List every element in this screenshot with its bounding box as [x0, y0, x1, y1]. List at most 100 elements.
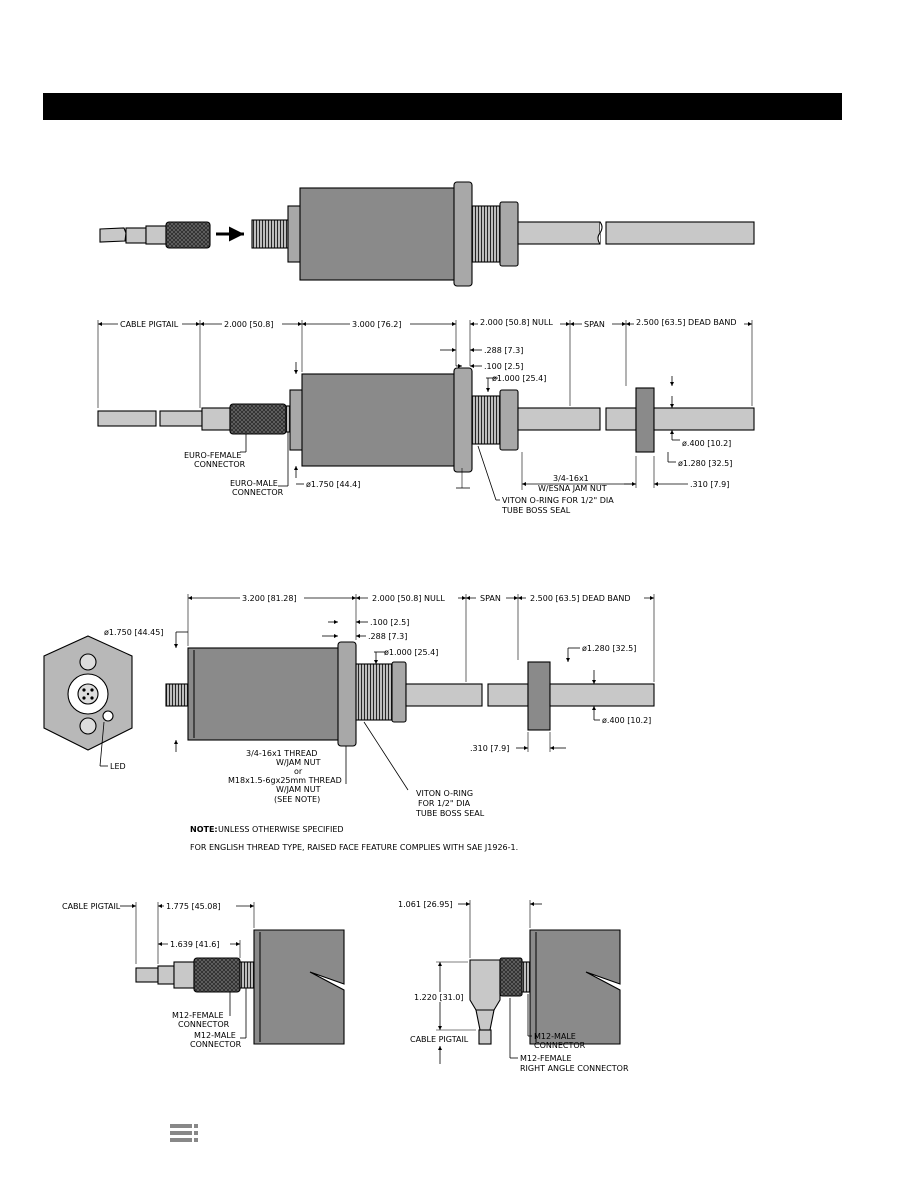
- fig2-probe-rod-end: [653, 407, 755, 431]
- fig2-euro-male-label-1: EURO-MALE: [230, 479, 278, 488]
- fig3-dim-400: ø.400 [10.2]: [602, 716, 651, 725]
- fig3-led-label: LED: [110, 762, 126, 771]
- fig3-thread-label-5: W/JAM NUT: [276, 785, 321, 794]
- fig5-m12-male-label-1: M12-MALE: [534, 1032, 576, 1041]
- fig4-dim-1775: 1.775 [45.08]: [166, 902, 221, 911]
- fig3-sensor-body: [187, 647, 341, 741]
- fig2-cable-pigtail-label: CABLE PIGTAIL: [120, 320, 179, 329]
- fig4-m12-male-connector: [239, 961, 255, 989]
- fig3-jam-nut: [391, 661, 407, 723]
- fig2-magnet-float: [635, 387, 655, 453]
- fig1-euro-male-connector: [251, 219, 289, 249]
- fig1-probe-rod-end: [605, 221, 755, 245]
- fig2-null-dim: 2.000 [50.8] NULL: [480, 318, 553, 327]
- fig2-hex-flange: [453, 367, 473, 473]
- fig1-hex-flange: [453, 181, 473, 287]
- menu-lines-icon: [170, 1124, 198, 1142]
- fig3-thread-label-1: 3/4-16x1 THREAD: [246, 749, 317, 758]
- fig1-connector-neck: [145, 225, 167, 245]
- fig4-sensor-body-section: [253, 929, 345, 1045]
- fig3-screw-bottom: [79, 717, 97, 735]
- fig5-sensor-body-section: [529, 929, 621, 1045]
- fig3-note-line2: FOR ENGLISH THREAD TYPE, RAISED FACE FEA…: [190, 843, 518, 852]
- fig4-m12-female-label-2: CONNECTOR: [178, 1020, 230, 1029]
- fig2-dim-400: ø.400 [10.2]: [682, 439, 731, 448]
- fig3-note-label: NOTE:: [190, 825, 218, 834]
- fig3-dead-band-dim: 2.500 [63.5] DEAD BAND: [530, 594, 631, 603]
- fig4-m12-female-connector: [193, 957, 241, 993]
- fig5-cable-boot: [475, 1009, 495, 1031]
- fig1-jam-nut: [499, 201, 519, 267]
- fig3-screw-top: [79, 653, 97, 671]
- fig1-probe-rod: [517, 221, 601, 245]
- fig4-straight-connector: CABLE PIGTAIL 1.775 [45.08] 1.639 [41.6]…: [62, 901, 345, 1049]
- fig5-cable-pigtail-label: CABLE PIGTAIL: [410, 1035, 469, 1044]
- fig4-connector-neck: [173, 961, 195, 989]
- fig5-dim-1061: 1.061 [26.95]: [398, 900, 453, 909]
- fig2-probe-rod-2: [605, 407, 637, 431]
- fig3-body-length: 3.200 [81.28]: [242, 594, 297, 603]
- fig4-m12-male-label-1: M12-MALE: [194, 1031, 236, 1040]
- fig5-m12-female-label-1: M12-FEMALE: [520, 1054, 572, 1063]
- fig3-dim-100: .100 [2.5]: [370, 618, 409, 627]
- fig3-probe-rod: [405, 683, 483, 707]
- fig3-dim-1750: ø1.750 [44.45]: [104, 628, 163, 637]
- fig3-oring-label-2: FOR 1/2" DIA: [418, 799, 471, 808]
- fig2-dim-1000: ø1.000 [25.4]: [492, 374, 546, 383]
- fig2-euro-male-label-2: CONNECTOR: [232, 488, 284, 497]
- fig4-cable-boot: [157, 965, 175, 985]
- fig3-dim-1000: ø1.000 [25.4]: [384, 648, 438, 657]
- fig5-cable-pigtail: [478, 1029, 492, 1045]
- fig2-euro-female-label-2: CONNECTOR: [194, 460, 246, 469]
- fig4-m12-female-label-1: M12-FEMALE: [172, 1011, 224, 1020]
- fig2-euro-female-label-1: EURO-FEMALE: [184, 451, 241, 460]
- fig3-thread-label-2: W/JAM NUT: [276, 758, 321, 767]
- fig4-cable-pigtail: [135, 967, 159, 983]
- fig2-sensor-body: [301, 373, 457, 467]
- fig1-sensor-body: [299, 187, 457, 281]
- fig2-euro-female-connector: [229, 403, 287, 435]
- fig3-led-indicator: [102, 710, 114, 722]
- fig2-dim-288: .288 [7.3]: [484, 346, 523, 355]
- fig2-dim-100: .100 [2.5]: [484, 362, 523, 371]
- fig5-right-angle-housing: [469, 959, 501, 1011]
- fig5-m12-male-label-2: CONNECTOR: [534, 1041, 586, 1050]
- fig2-oring-label-2: TUBE BOSS SEAL: [501, 506, 571, 515]
- fig2-oring-label-1: VITON O-RING FOR 1/2" DIA: [502, 496, 614, 505]
- fig3-thread-label-3: or: [294, 767, 303, 776]
- fig2-body-length: 3.000 [76.2]: [352, 320, 402, 329]
- fig3-note-line1: UNLESS OTHERWISE SPECIFIED: [218, 825, 344, 834]
- fig2-dimensioned-view: CABLE PIGTAIL 2.000 [50.8] 3.000 [76.2] …: [97, 318, 755, 515]
- fig3-span-dim: SPAN: [480, 594, 501, 603]
- fig1-threaded-section: [471, 205, 503, 263]
- fig3-oring-label-1: VITON O-RING: [416, 789, 473, 798]
- fig3-probe-rod-2: [487, 683, 529, 707]
- fig2-connector-neck: [201, 407, 231, 431]
- fig1-exploded-view: [99, 181, 755, 287]
- fig2-dead-band-dim: 2.500 [63.5] DEAD BAND: [636, 318, 737, 327]
- fig1-cable-boot: [125, 227, 147, 244]
- fig3-magnet-float: [527, 661, 551, 731]
- fig2-thread-label-2: W/ESNA JAM NUT: [538, 484, 607, 493]
- fig2-thread-label-1: 3/4-16x1: [553, 474, 589, 483]
- fig5-right-angle-connector: 1.061 [26.95] 1.220 [31.0] CABLE PIGTAIL…: [398, 900, 629, 1073]
- fig2-threaded-section: [471, 395, 503, 445]
- fig3-oring-label-3: TUBE BOSS SEAL: [415, 809, 485, 818]
- fig3-threaded-section: [355, 663, 393, 721]
- fig3-null-dim: 2.000 [50.8] NULL: [372, 594, 445, 603]
- fig5-m12-female-coupling: [499, 957, 523, 997]
- fig5-dim-1220: 1.220 [31.0]: [414, 993, 464, 1002]
- fig5-m12-female-label-2: RIGHT ANGLE CONNECTOR: [520, 1064, 629, 1073]
- fig3-thread-label-4: M18x1.5-6gx25mm THREAD: [228, 776, 342, 785]
- fig2-dim-1280: ø1.280 [32.5]: [678, 459, 732, 468]
- fig2-cable-segment-2: [159, 410, 203, 427]
- fig3-m12-male-connector: [165, 683, 189, 707]
- header-bar: [43, 93, 842, 120]
- fig3-dim-1280: ø1.280 [32.5]: [582, 644, 636, 653]
- fig2-probe-rod: [517, 407, 601, 431]
- fig2-pigtail-length: 2.000 [50.8]: [224, 320, 274, 329]
- fig2-dim-310: .310 [7.9]: [690, 480, 729, 489]
- fig1-cable-pigtail: [99, 227, 127, 243]
- fig4-dim-1639: 1.639 [41.6]: [170, 940, 220, 949]
